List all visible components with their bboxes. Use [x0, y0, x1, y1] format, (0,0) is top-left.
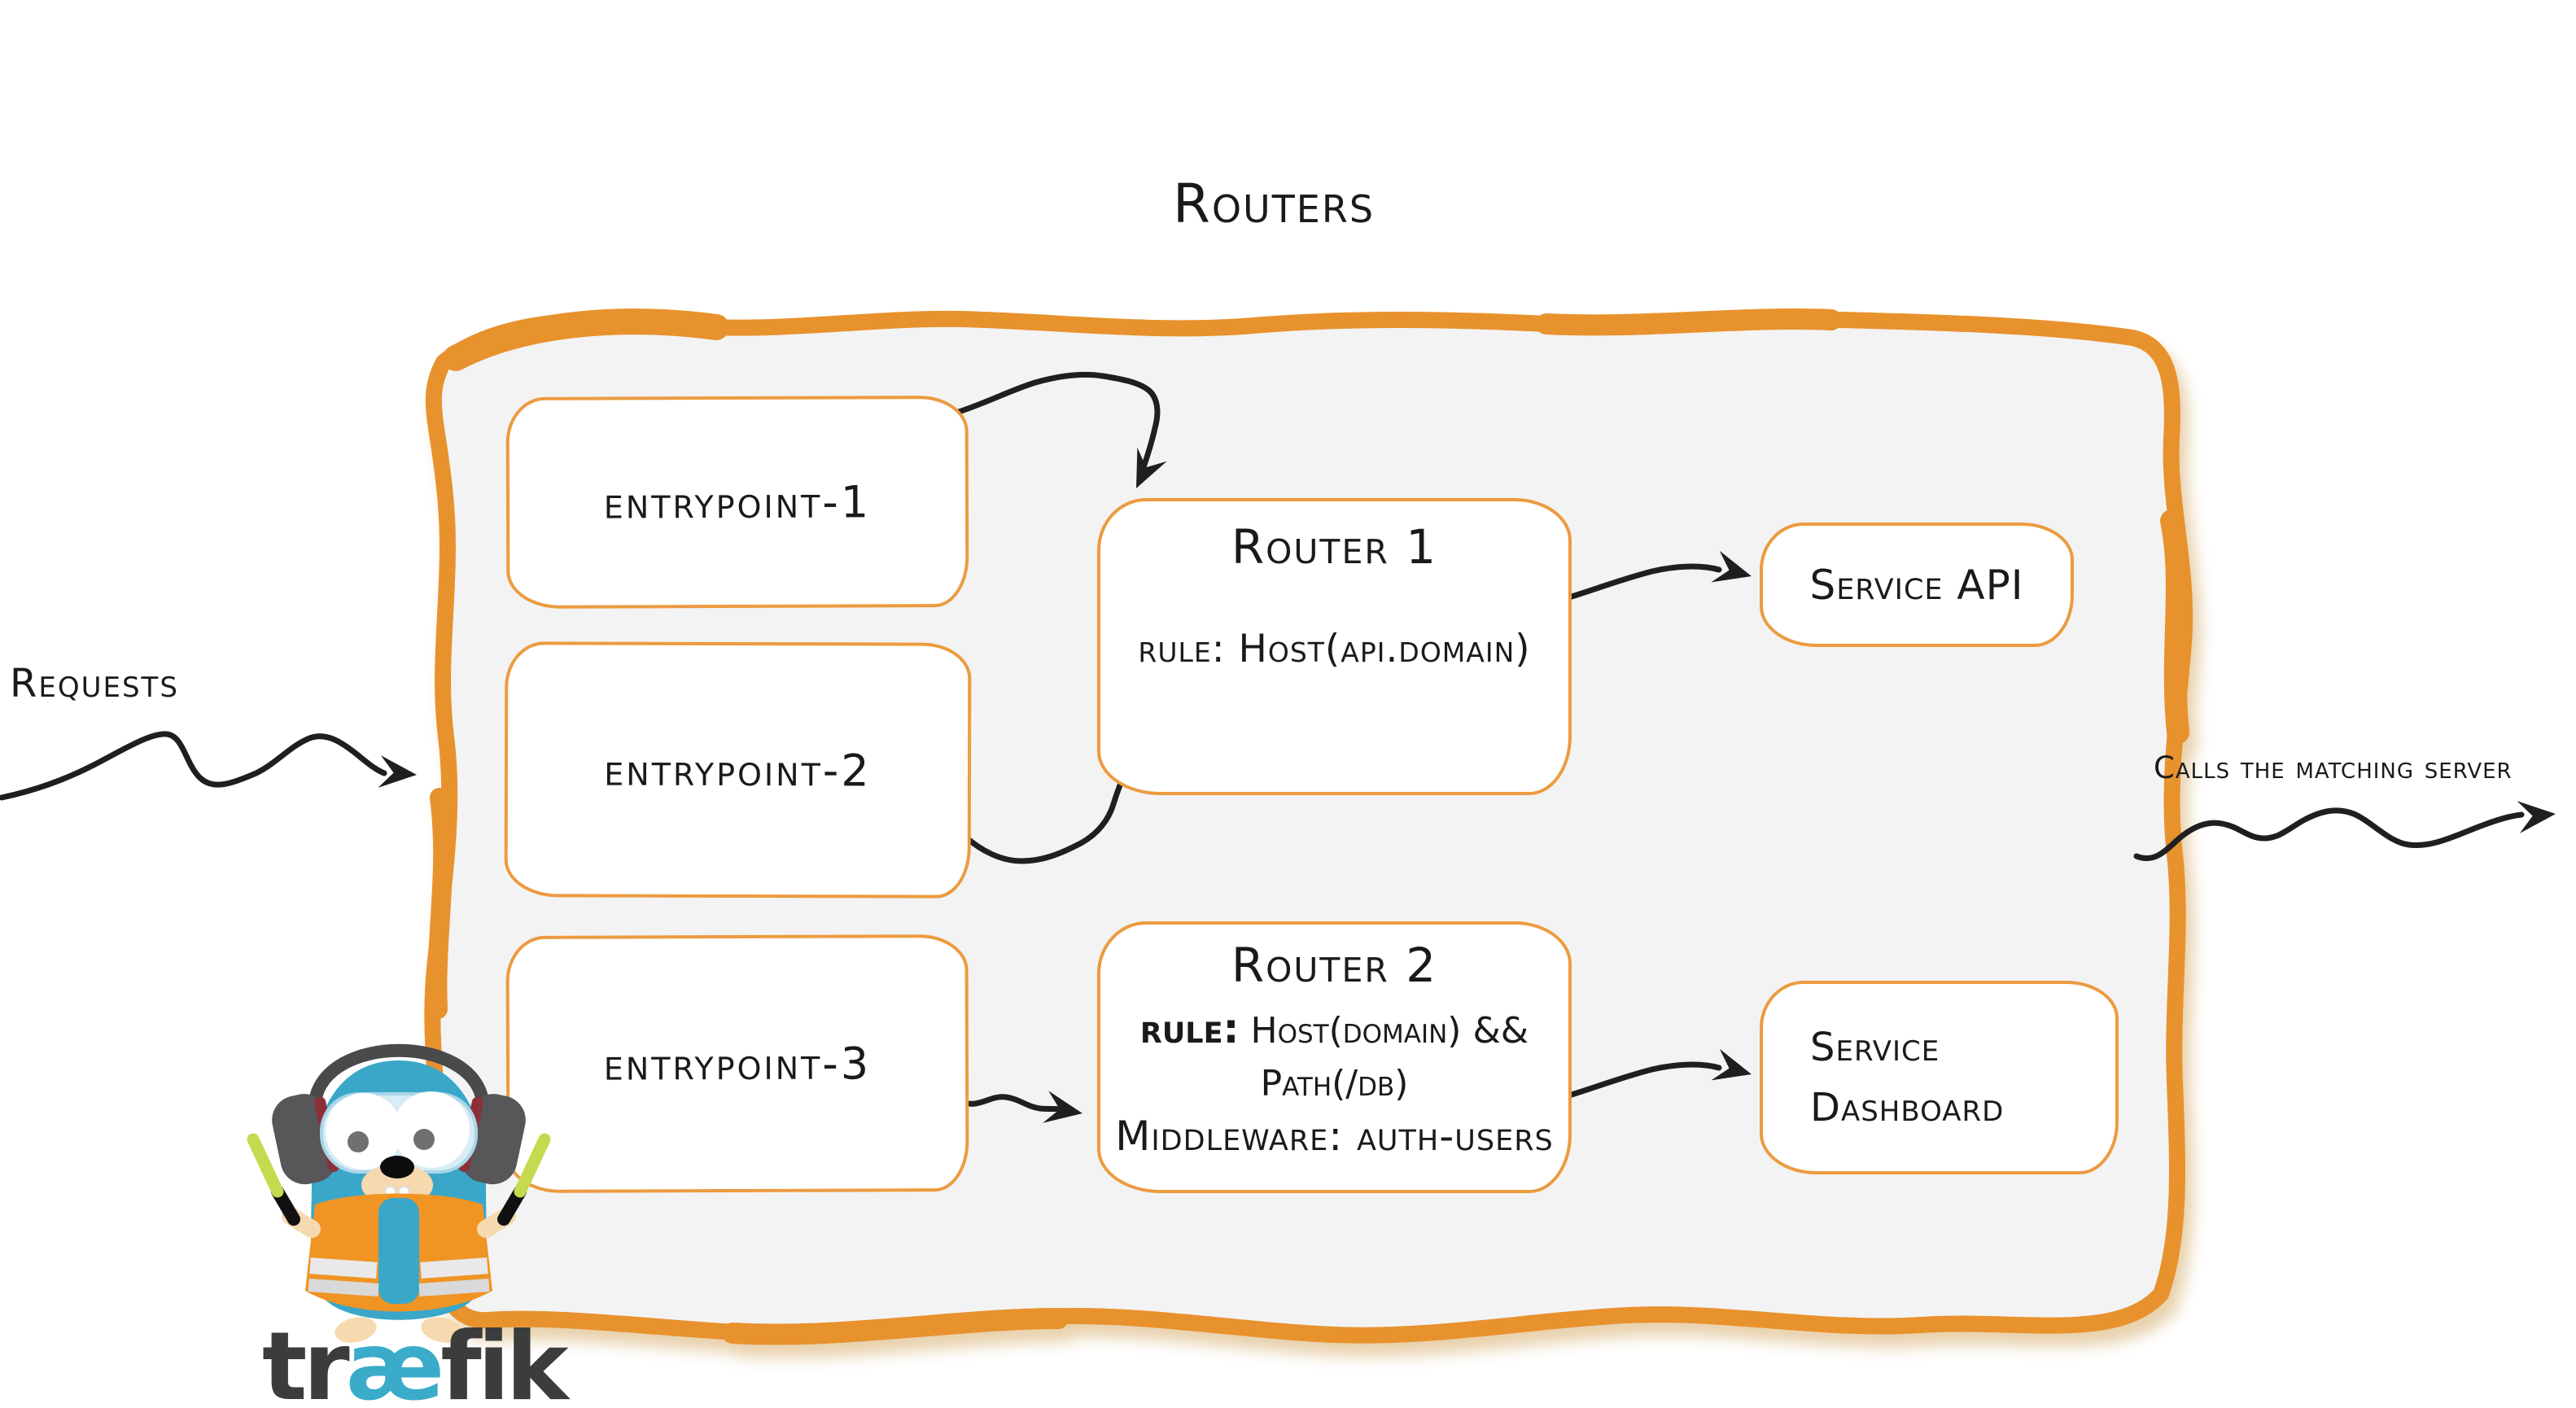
requests-label: Requests	[10, 661, 179, 706]
output-arrow	[2133, 807, 2525, 862]
router-1-box: Router 1 rule: Host(api.domain)	[1097, 498, 1572, 795]
entrypoint-1-box: entrypoint-1	[505, 396, 969, 609]
router-2-rule-label: rule:	[1139, 1004, 1240, 1052]
router2-to-dashboard-arrow	[1550, 1061, 1722, 1104]
arrows-layer	[0, 371, 2525, 1113]
router-1-rule: rule: Host(api.domain)	[1138, 626, 1531, 671]
gopher-right-pupil	[413, 1129, 435, 1150]
vest-stripe-right-1	[420, 1257, 488, 1279]
router-2-title: Router 2	[1231, 938, 1438, 993]
ep1-to-router1-arrow	[951, 371, 1161, 473]
vest-opening	[378, 1198, 419, 1304]
entrypoint-1-label: entrypoint-1	[603, 475, 872, 529]
gopher-left-foot	[335, 1317, 377, 1343]
router-2-rule: rule: Host(domain) && Path(/db)	[1100, 999, 1568, 1110]
entrypoint-2-box: entrypoint-2	[504, 641, 972, 899]
gopher-left-eye	[326, 1093, 402, 1170]
entrypoint-3-label: entrypoint-3	[603, 1037, 872, 1091]
entrypoint-3-box: entrypoint-3	[505, 934, 969, 1193]
service-dashboard-label-line2: Dashboard	[1810, 1085, 2005, 1130]
logo-prefix: tr	[262, 1312, 350, 1408]
traefik-mascot-icon	[247, 1043, 551, 1343]
logo-ae-ligature: æ	[345, 1312, 445, 1408]
vest-stripe-left-1	[309, 1257, 378, 1279]
service-api-box: Service API	[1760, 523, 2074, 647]
headphones-band-icon	[308, 1043, 489, 1108]
gopher-nose	[380, 1156, 414, 1178]
router-1-title: Router 1	[1231, 519, 1438, 575]
service-api-label: Service API	[1809, 561, 2024, 609]
right-wand-icon	[514, 1133, 551, 1198]
vest-stripe-left-2	[308, 1279, 379, 1296]
left-wand-icon	[247, 1133, 284, 1198]
entrypoint-2-label: entrypoint-2	[604, 744, 872, 796]
output-label: Calls the matching server	[2154, 750, 2513, 785]
service-dashboard-label-line1: Service	[1810, 1024, 1940, 1070]
gopher-right-eye	[393, 1091, 470, 1168]
diagram-title: Routers	[1172, 173, 1375, 235]
traefik-logo: træfik	[262, 1320, 588, 1408]
vest-stripe-right-2	[418, 1279, 490, 1296]
requests-arrow	[0, 731, 387, 801]
ep2-to-router1-arrow	[962, 768, 1130, 864]
router-2-rule-value: Host(domain) && Path(/db)	[1250, 1009, 1529, 1105]
logo-suffix: fik	[440, 1312, 568, 1408]
router1-to-api-arrow	[1550, 563, 1722, 606]
gopher-left-pupil	[348, 1131, 369, 1152]
router-2-middleware: Middleware: auth-users	[1115, 1112, 1554, 1160]
service-dashboard-box: Service Dashboard	[1760, 981, 2119, 1174]
gopher-right-foot	[421, 1317, 463, 1343]
router-2-box: Router 2 rule: Host(domain) && Path(/db)…	[1097, 921, 1572, 1193]
